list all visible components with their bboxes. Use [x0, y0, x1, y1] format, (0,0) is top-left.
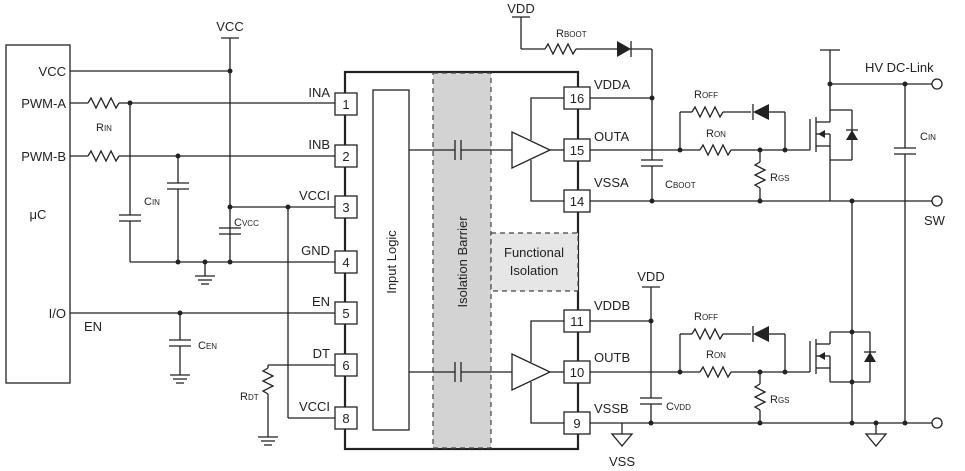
r-gs-b-label: RGS: [770, 394, 790, 406]
c-vcc-label: CVCC: [234, 217, 259, 229]
r-dt-label: RDT: [240, 391, 259, 403]
pin-11-name: VDDB: [594, 298, 630, 313]
en-net-label: EN: [84, 319, 102, 334]
pin-8-name: VCCI: [299, 399, 330, 414]
pin-4-name: GND: [301, 243, 330, 258]
pin-9-vssb: 9 VSSB: [563, 401, 629, 435]
pin-3-name: VCCI: [299, 188, 330, 203]
pin-2-number: 2: [342, 149, 349, 164]
pin-16-name: VDDA: [594, 77, 630, 92]
vcc-rail-label: VCC: [216, 19, 243, 34]
input-wiring: VCC RIN CIN CVCC: [70, 19, 335, 446]
pin-14-name: VSSA: [594, 175, 629, 190]
functional-isolation-block: [490, 232, 579, 292]
r-on-b-label: RON: [706, 349, 726, 361]
microcontroller-block: VCC PWM-A PWM-B μC I/O: [5, 44, 71, 384]
mcu-label: μC: [30, 207, 47, 222]
ground-terminal: [931, 417, 943, 429]
c-vdd-label: CVDD: [666, 401, 691, 413]
sw-label: SW: [924, 213, 946, 228]
functional-isolation-line1: Functional: [504, 245, 564, 260]
r-in-label: RIN: [96, 122, 112, 134]
c-in-left-label: CIN: [144, 196, 160, 208]
pin-15-name: OUTA: [594, 129, 629, 144]
c-en-label: CEN: [198, 340, 217, 352]
pin-9-number: 9: [573, 416, 580, 431]
pin-3-number: 3: [342, 200, 349, 215]
pin-14-vssa: 14 VSSA: [563, 175, 629, 213]
pin-1-number: 1: [342, 97, 349, 112]
pin-8-number: 8: [342, 411, 349, 426]
input-logic-label: Input Logic: [384, 230, 399, 294]
pin-6-name: DT: [313, 346, 330, 361]
hv-dc-link-label: HV DC-Link: [865, 60, 934, 75]
r-on-a-label: RON: [706, 128, 726, 140]
isolation-barrier: [432, 72, 492, 449]
pin-4-number: 4: [342, 255, 349, 270]
isolation-barrier-label: Isolation Barrier: [455, 216, 470, 308]
high-side-stage: VDD RBOOT CBOOT ROFF RON RGS: [507, 1, 936, 204]
vss-label: VSS: [609, 454, 635, 469]
pin-1-name: INA: [308, 85, 330, 100]
pin-10-number: 10: [570, 365, 584, 380]
pin-10-name: OUTB: [594, 350, 630, 365]
pin-2-name: INB: [308, 137, 330, 152]
pin-5-en: 5 EN: [312, 294, 358, 325]
vdd-mid-label: VDD: [637, 269, 664, 284]
pin-8-vcci: 8 VCCI: [299, 399, 358, 430]
gate-driver-ic: Isolation Barrier Input Logic Functional…: [299, 70, 630, 451]
r-off-b-label: ROFF: [694, 311, 718, 323]
vdd-top-label: VDD: [507, 1, 534, 16]
pin-6-number: 6: [342, 358, 349, 373]
pin-11-vddb: 11 VDDB: [563, 298, 630, 333]
pin-15-outa: 15 OUTA: [563, 129, 629, 162]
pin-11-number: 11: [570, 314, 584, 329]
mcu-pin-io: I/O: [49, 306, 66, 321]
low-side-stage: VDD CVDD ROFF RON RGS VSS: [590, 201, 936, 469]
pin-15-number: 15: [570, 143, 584, 158]
pin-5-number: 5: [342, 306, 349, 321]
r-boot-label: RBOOT: [556, 28, 587, 40]
pin-5-name: EN: [312, 294, 330, 309]
pin-16-vdda: 16 VDDA: [563, 77, 630, 110]
hv-dc-link-terminal: [931, 78, 943, 90]
sw-terminal: [931, 195, 943, 207]
r-gs-a-label: RGS: [770, 172, 790, 184]
c-in-right-label: CIN: [920, 131, 936, 143]
pin-10-outb: 10 OUTB: [563, 350, 630, 384]
functional-isolation-line2: Isolation: [510, 263, 558, 278]
input-logic-block: [372, 89, 410, 431]
pin-1-ina: 1 INA: [308, 85, 358, 116]
mcu-pin-pwm-a: PWM-A: [21, 96, 66, 111]
pin-4-gnd: 4 GND: [301, 243, 358, 274]
mcu-pin-pwm-b: PWM-B: [21, 149, 66, 164]
pin-6-dt: 6 DT: [313, 346, 358, 377]
dc-link: CIN HV DC-Link SW: [865, 60, 946, 429]
mcu-pin-vcc: VCC: [39, 64, 66, 79]
c-boot-label: CBOOT: [665, 179, 696, 191]
pin-14-number: 14: [570, 194, 584, 209]
r-off-a-label: ROFF: [694, 89, 718, 101]
pin-3-vcci: 3 VCCI: [299, 188, 358, 219]
pin-9-name: VSSB: [594, 401, 629, 416]
pin-16-number: 16: [570, 91, 584, 106]
pin-2-inb: 2 INB: [308, 137, 358, 168]
